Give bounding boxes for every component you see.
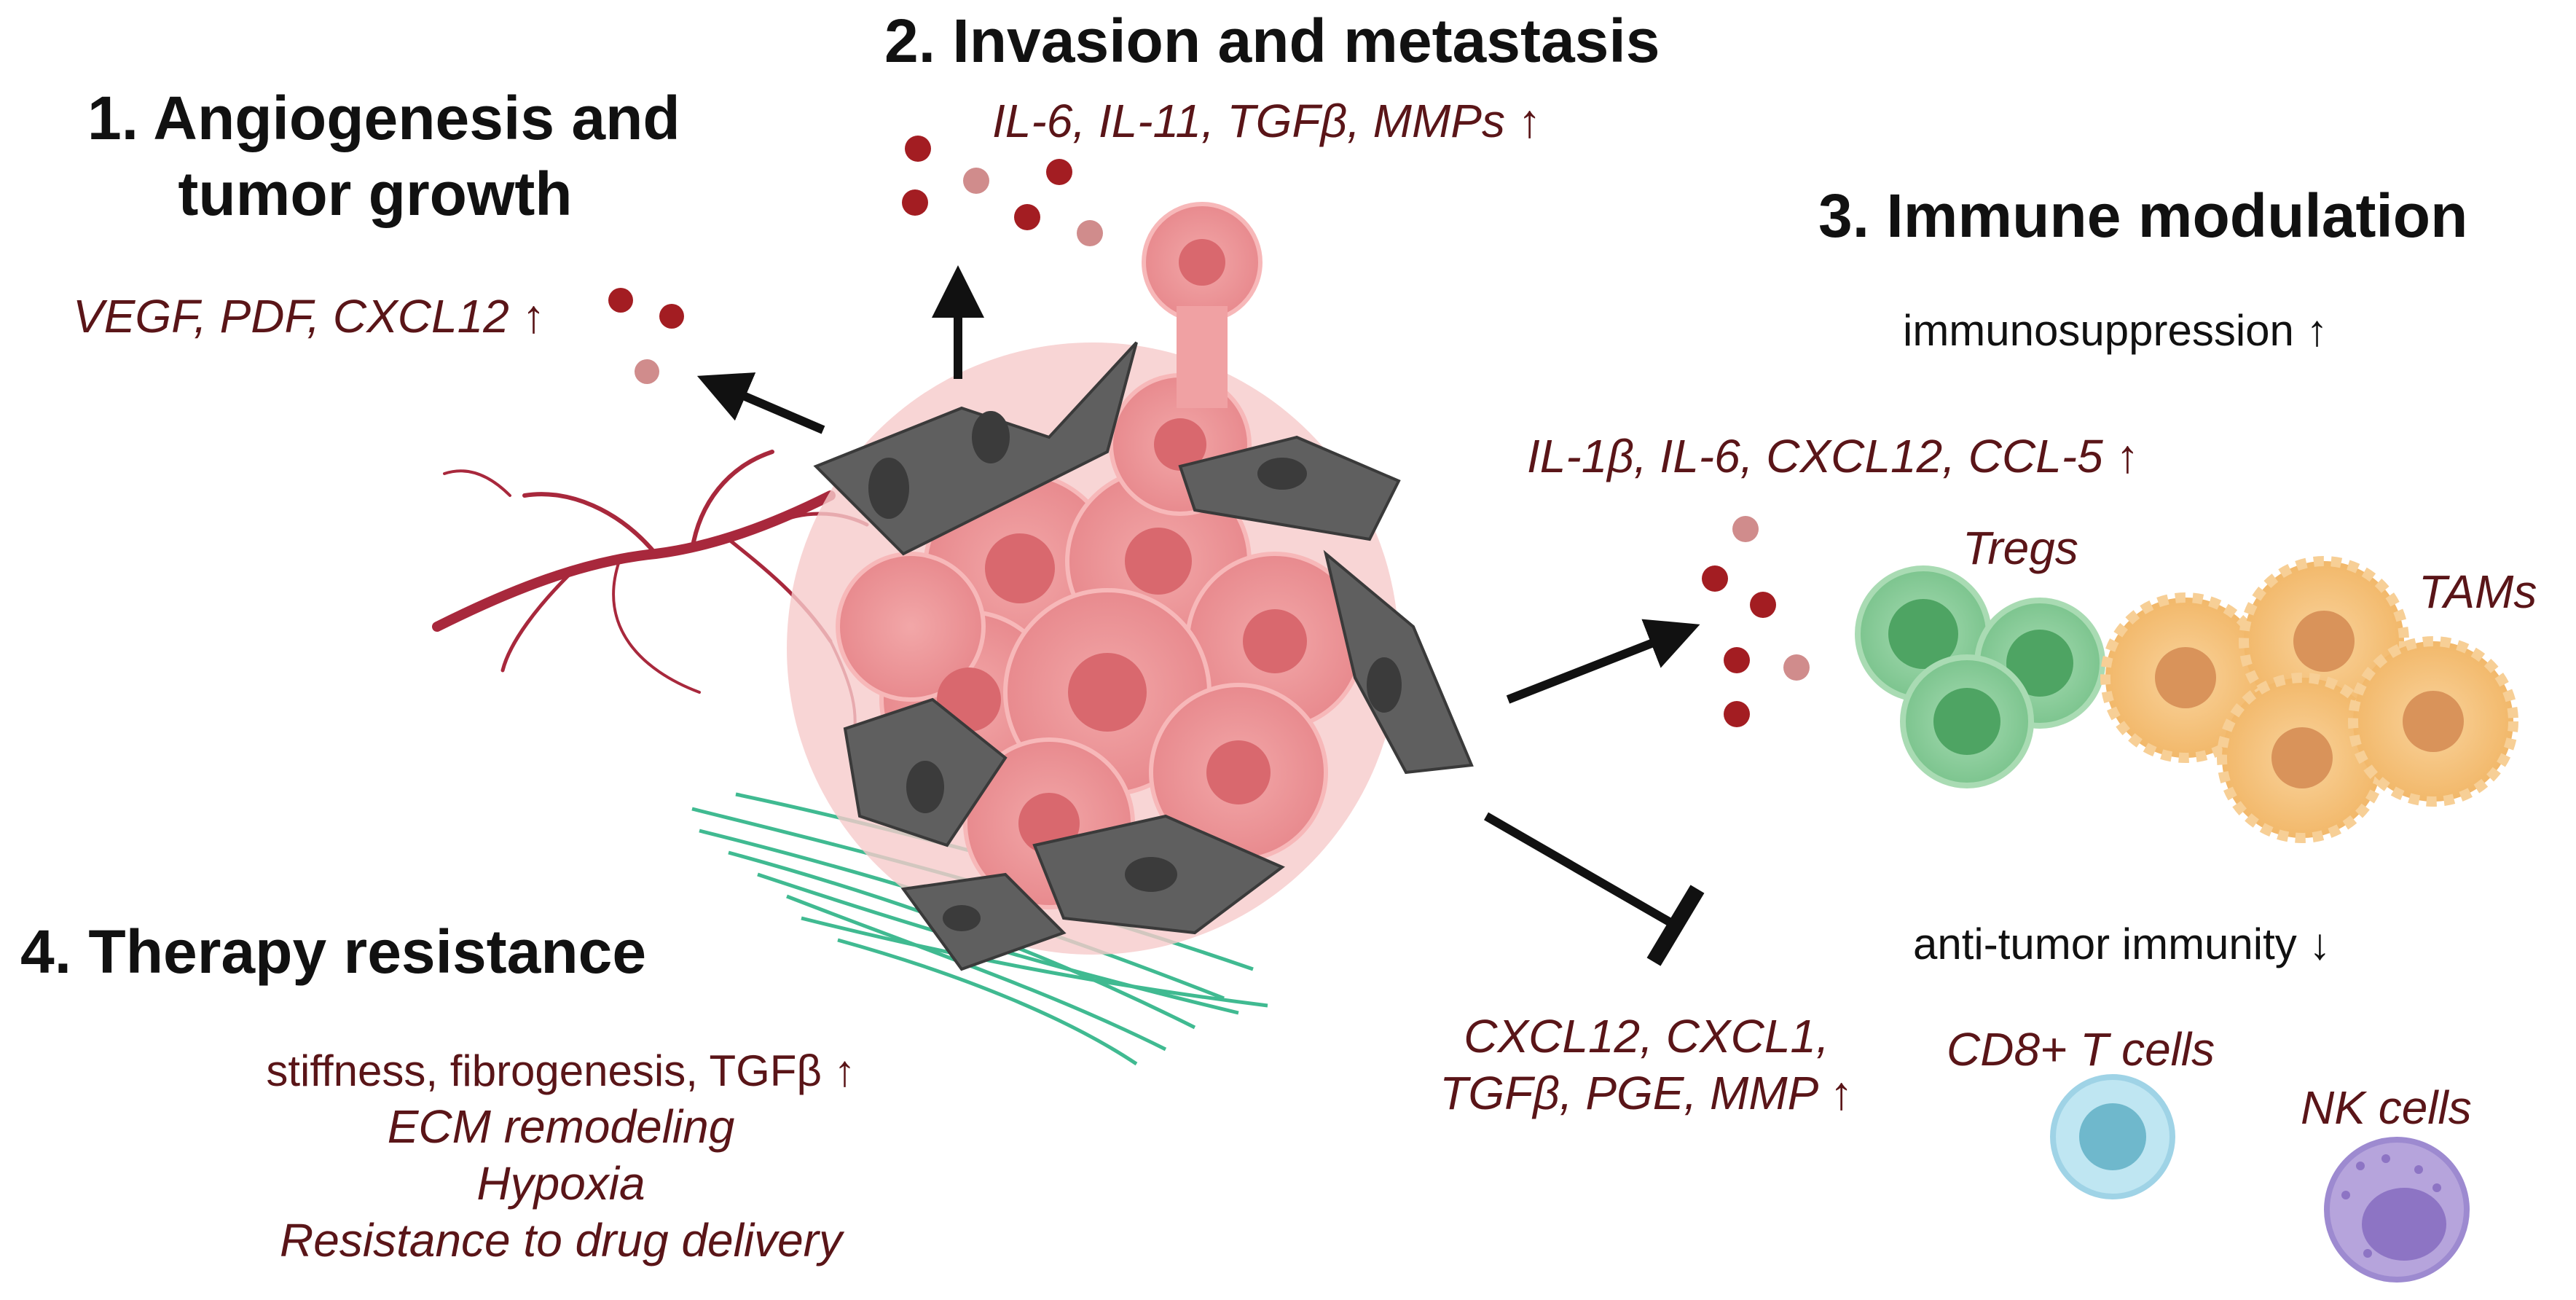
inhibitory-factors-line1: CXCL12, CXCL1, xyxy=(1464,1010,1829,1062)
angiogenesis-factors: VEGF, PDF, CXCL12 ↑ xyxy=(73,290,546,342)
nk-cell xyxy=(2324,1137,2470,1283)
fibroblast-nuclei xyxy=(868,411,1402,931)
inhibitory-factors-line2: TGFβ, PGE, MMP ↑ xyxy=(1440,1067,1853,1119)
invasion-title: 2. Invasion and metastasis xyxy=(884,7,1660,75)
treg-cells xyxy=(1855,565,2105,788)
cytokines-invasion xyxy=(902,136,1103,246)
inhibitory-factors: CXCL12, CXCL1, TGFβ, PGE, MMP ↑ xyxy=(1406,1013,1887,1116)
therapy-line2: ECM remodeling xyxy=(387,1100,735,1153)
anti-tumor-immunity-label: anti-tumor immunity ↓ xyxy=(1913,920,2331,968)
cytokines-immune xyxy=(1702,516,1810,727)
invasion-factors: IL-6, IL-11, TGFβ, MMPs ↑ xyxy=(992,95,1542,147)
arrows xyxy=(696,265,1705,966)
immune-title: 3. Immune modulation xyxy=(1818,181,2468,250)
cd8-label: CD8+ T cells xyxy=(1947,1023,2215,1076)
therapy-title: 4. Therapy resistance xyxy=(20,917,647,986)
angiogenesis-title-line1: 1. Angiogenesis and xyxy=(87,84,680,152)
nk-label: NK cells xyxy=(2301,1081,2472,1134)
inhibition-bar xyxy=(1646,885,1705,966)
immune-factors: IL-1β, IL-6, CXCL12, CCL-5 ↑ xyxy=(1527,430,2140,482)
inhibition-line xyxy=(1484,812,1678,930)
cd8-t-cell xyxy=(2050,1074,2175,1199)
therapy-line3: Hypoxia xyxy=(476,1157,645,1210)
arrow-to-immune xyxy=(1506,619,1700,704)
tams-label: TAMs xyxy=(2419,565,2537,618)
arrow-to-angiogenesis xyxy=(696,372,825,434)
tregs-label: Tregs xyxy=(1963,522,2078,574)
angiogenesis-title: 1. Angiogenesis and tumor growth xyxy=(87,84,680,228)
cytokines-angiogenesis xyxy=(608,288,684,384)
angiogenesis-title-line2: tumor growth xyxy=(178,160,573,228)
therapy-line1: stiffness, fibrogenesis, TGFβ ↑ xyxy=(266,1046,856,1095)
tam-cells xyxy=(2100,556,2518,843)
immunosuppression-label: immunosuppression ↑ xyxy=(1903,306,2328,355)
therapy-line4: Resistance to drug delivery xyxy=(280,1214,842,1266)
therapy-details: stiffness, fibrogenesis, TGFβ ↑ ECM remo… xyxy=(117,1049,1005,1264)
